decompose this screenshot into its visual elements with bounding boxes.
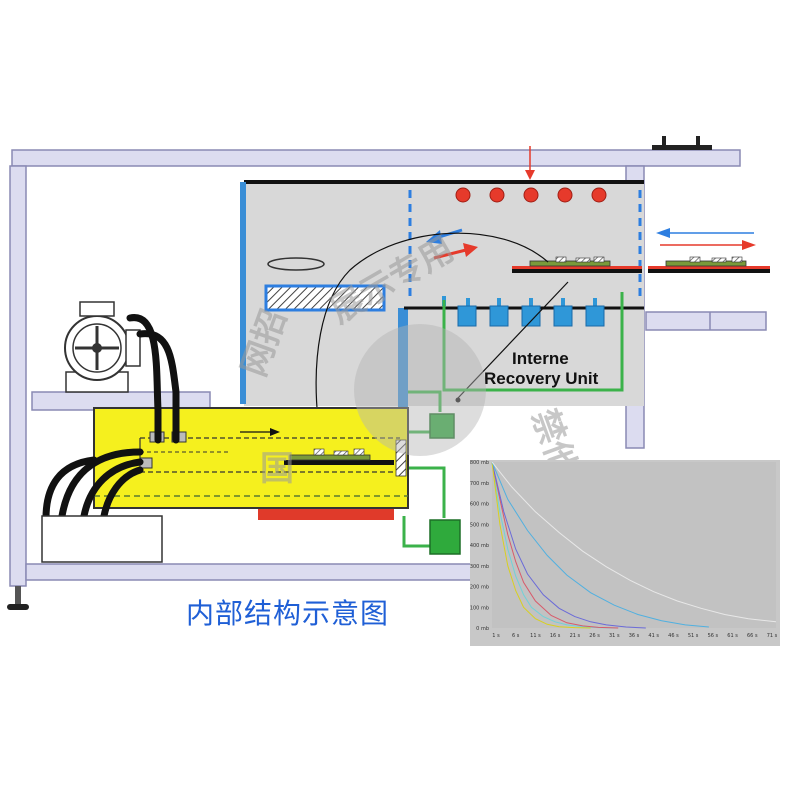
nozzle: [489, 298, 509, 327]
heater-lamp: [455, 187, 471, 203]
x-tick-label: 46 s: [668, 633, 679, 639]
x-tick-label: 26 s: [589, 633, 600, 639]
heater-lamp: [557, 187, 573, 203]
tank-base-heater: [258, 506, 394, 520]
conveyor-direction-arrows: [656, 228, 756, 250]
diagram-caption: 内部结构示意图: [186, 597, 390, 630]
y-tick-label: 400 mb: [470, 543, 489, 549]
condenser-block: [264, 284, 386, 312]
outfeed-conveyor: [648, 228, 770, 273]
y-tick-label: 700 mb: [470, 481, 489, 487]
series-line: [491, 461, 777, 623]
spray-nozzles: [442, 296, 605, 327]
y-tick-label: 600 mb: [470, 502, 489, 508]
recovery-pointer-line: [457, 281, 569, 399]
hoses: [42, 314, 180, 522]
nozzle: [553, 298, 573, 327]
bottom-frame-beam: [25, 563, 477, 581]
pump-motor: [64, 301, 141, 393]
x-tick-label: 56 s: [708, 633, 719, 639]
series-line: [491, 461, 646, 629]
series-line: [491, 461, 619, 629]
x-tick-label: 11 s: [530, 633, 541, 639]
y-tick-label: 200 mb: [470, 585, 489, 591]
pcb-on-conveyor: [512, 256, 642, 273]
x-tick-label: 41 s: [648, 633, 659, 639]
recovery-unit-label-line2: Recovery Unit: [484, 369, 599, 388]
vapor-ellipse: [267, 257, 325, 271]
heater-lamp: [591, 187, 607, 203]
x-tick-label: 1 s: [492, 633, 500, 639]
left-frame-post: [9, 165, 27, 587]
x-tick-label: 16 s: [550, 633, 561, 639]
lid-handle: [652, 136, 712, 150]
x-tick-label: 61 s: [727, 633, 738, 639]
series-line: [491, 461, 591, 629]
series-line: [491, 461, 709, 628]
y-tick-label: 100 mb: [470, 605, 489, 611]
filter-unit-upper: [429, 413, 455, 439]
right-side-shelf: [645, 311, 767, 331]
nozzle: [521, 298, 541, 327]
x-tick-label: 66 s: [747, 633, 758, 639]
x-tick-label: 21 s: [570, 633, 581, 639]
series-line: [491, 461, 619, 629]
infrared-heaters: [455, 187, 607, 203]
coolant-reservoir: [41, 515, 163, 563]
nozzle: [585, 298, 605, 327]
transfer-arc-arrow: [315, 232, 549, 421]
watermark-text: 国: [260, 449, 294, 489]
top-frame-beam: [11, 149, 741, 167]
y-tick-label: 800 mb: [470, 460, 489, 466]
y-tick-label: 0 mb: [476, 626, 489, 632]
heater-lamp: [489, 187, 505, 203]
x-tick-label: 71 s: [767, 633, 778, 639]
chamber-left-wall: [240, 182, 246, 404]
leveling-foot: [7, 586, 29, 610]
filter-unit-lower: [429, 519, 461, 555]
chart-plot-area: [492, 462, 776, 628]
heater-lamp: [523, 187, 539, 203]
y-tick-label: 500 mb: [470, 522, 489, 528]
x-tick-label: 31 s: [609, 633, 620, 639]
y-tick-label: 300 mb: [470, 564, 489, 570]
recovery-unit-label-line1: Interne: [512, 349, 569, 368]
x-tick-label: 36 s: [629, 633, 640, 639]
x-tick-label: 6 s: [512, 633, 520, 639]
heat-in-arrow: [525, 146, 535, 180]
x-tick-label: 51 s: [688, 633, 699, 639]
vapor-tank: [93, 407, 409, 520]
chamber-lid: [244, 180, 644, 184]
pressure-decay-chart: 0 mb 100 mb 200 mb 300 mb 400 mb 500 mb 600 mb…: [470, 460, 780, 646]
nozzle: [457, 298, 477, 327]
chamber-inner-post: [398, 308, 408, 408]
